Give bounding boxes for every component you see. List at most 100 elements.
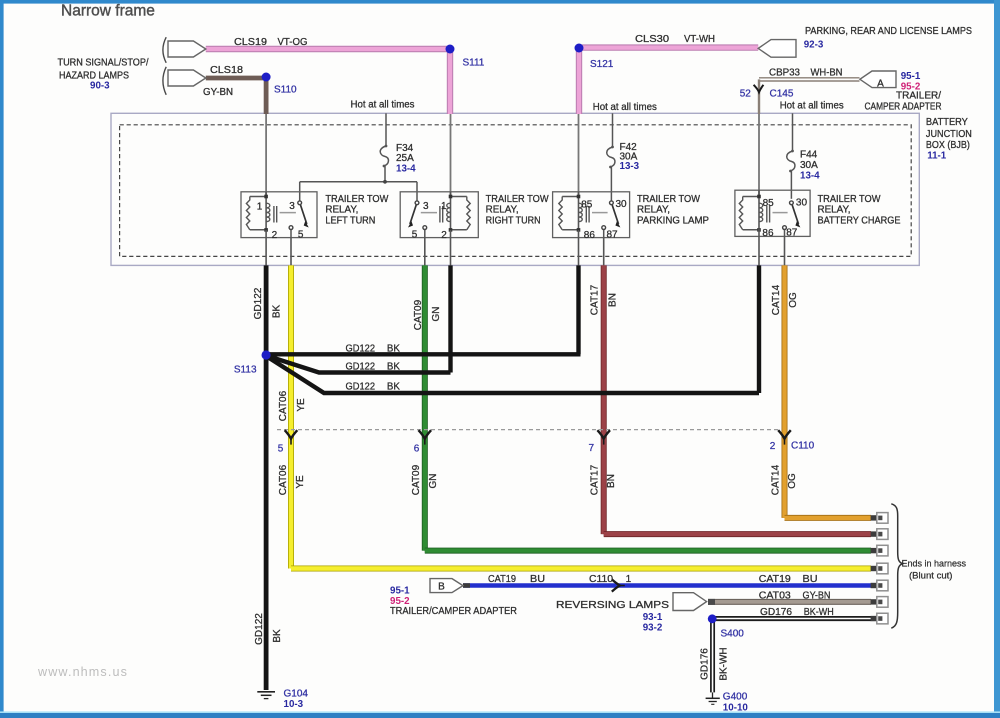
svg-text:CAT17: CAT17 (589, 464, 600, 495)
svg-text:JUNCTION: JUNCTION (926, 129, 972, 140)
svg-text:Hot at all times: Hot at all times (351, 100, 415, 111)
svg-text:GD122: GD122 (253, 287, 264, 319)
svg-text:GD122: GD122 (346, 344, 376, 355)
svg-text:G400: G400 (723, 692, 748, 703)
svg-text:30A: 30A (620, 152, 638, 163)
svg-text:RIGHT TURN: RIGHT TURN (486, 215, 541, 226)
svg-text:LEFT TURN: LEFT TURN (325, 215, 375, 226)
svg-text:(Blunt cut): (Blunt cut) (909, 570, 953, 581)
svg-text:F42: F42 (620, 142, 638, 153)
svg-text:GD176: GD176 (760, 607, 792, 618)
svg-text:GD122: GD122 (346, 381, 376, 392)
svg-text:GY-BN: GY-BN (203, 87, 233, 98)
svg-text:TRAILER TOW: TRAILER TOW (637, 194, 701, 205)
svg-text:CAT17: CAT17 (589, 284, 600, 315)
svg-text:87: 87 (607, 230, 619, 241)
svg-text:OG: OG (788, 292, 799, 308)
svg-text:BATTERY CHARGE: BATTERY CHARGE (818, 215, 901, 226)
svg-text:1: 1 (441, 201, 447, 212)
svg-text:2: 2 (770, 441, 776, 452)
svg-text:86: 86 (762, 228, 774, 239)
svg-text:BK: BK (272, 305, 283, 319)
svg-text:TRAILER/CAMPER ADAPTER: TRAILER/CAMPER ADAPTER (390, 606, 517, 617)
svg-text:10-3: 10-3 (284, 699, 304, 710)
svg-text:PARKING LAMP: PARKING LAMP (637, 215, 709, 226)
svg-text:CAT14: CAT14 (771, 464, 782, 495)
svg-text:95-2: 95-2 (901, 81, 921, 92)
svg-text:90-3: 90-3 (90, 80, 110, 91)
svg-text:S400: S400 (721, 629, 745, 640)
svg-text:BK: BK (387, 381, 400, 392)
svg-text:A: A (877, 78, 884, 89)
svg-text:CAT14: CAT14 (771, 284, 782, 315)
svg-text:3: 3 (423, 201, 429, 212)
svg-text:1: 1 (257, 202, 263, 213)
svg-text:95-2: 95-2 (390, 596, 410, 607)
svg-text:CLS19: CLS19 (234, 37, 267, 48)
svg-text:GY-BN: GY-BN (803, 591, 831, 602)
svg-text:30A: 30A (800, 160, 818, 171)
svg-text:13-4: 13-4 (396, 164, 416, 175)
svg-text:GD176: GD176 (700, 648, 711, 680)
svg-text:95-1: 95-1 (901, 71, 921, 82)
svg-text:S111: S111 (463, 58, 485, 69)
svg-text:CAT09: CAT09 (411, 464, 422, 495)
svg-text:F34: F34 (396, 143, 414, 154)
svg-text:RELAY,: RELAY, (325, 205, 358, 216)
svg-text:TURN SIGNAL/STOP/: TURN SIGNAL/STOP/ (58, 58, 149, 69)
svg-text:C110: C110 (791, 441, 815, 452)
svg-text:BOX (BJB): BOX (BJB) (926, 140, 970, 151)
svg-text:3: 3 (289, 201, 295, 212)
svg-text:Ends in harness: Ends in harness (902, 558, 967, 569)
svg-text:30: 30 (616, 199, 628, 210)
svg-text:5: 5 (278, 444, 284, 455)
svg-text:GD122: GD122 (346, 362, 376, 373)
svg-text:CAT06: CAT06 (278, 464, 289, 495)
svg-text:85: 85 (763, 198, 775, 209)
svg-text:G104: G104 (284, 689, 309, 700)
svg-text:CAT09: CAT09 (413, 299, 424, 330)
svg-text:BK: BK (387, 362, 400, 373)
svg-text:95-1: 95-1 (390, 586, 410, 597)
svg-text:Narrow frame: Narrow frame (61, 3, 155, 20)
svg-text:92-3: 92-3 (804, 40, 824, 51)
svg-text:B: B (438, 581, 445, 592)
svg-text:BK-WH: BK-WH (804, 607, 834, 618)
svg-text:5: 5 (412, 230, 418, 241)
svg-text:www.nhms.us: www.nhms.us (37, 665, 128, 679)
svg-text:2: 2 (441, 230, 447, 241)
svg-text:BK: BK (387, 344, 400, 355)
svg-text:CAT19: CAT19 (759, 574, 791, 585)
svg-text:BK-WH: BK-WH (718, 647, 729, 680)
svg-text:TRAILER TOW: TRAILER TOW (486, 194, 550, 205)
svg-text:TRAILER TOW: TRAILER TOW (818, 194, 882, 205)
svg-text:Hot at all times: Hot at all times (593, 102, 657, 113)
svg-text:2: 2 (272, 230, 278, 241)
svg-text:1: 1 (626, 574, 632, 585)
svg-text:5: 5 (298, 230, 304, 241)
svg-text:S121: S121 (590, 59, 614, 70)
svg-text:BN: BN (606, 474, 617, 488)
svg-text:YE: YE (295, 475, 306, 489)
svg-text:OG: OG (787, 473, 798, 489)
svg-text:GN: GN (428, 474, 439, 489)
svg-text:PARKING, REAR AND LICENSE LAMP: PARKING, REAR AND LICENSE LAMPS (805, 26, 972, 37)
svg-text:10-10: 10-10 (723, 702, 749, 713)
svg-text:F44: F44 (800, 150, 818, 161)
svg-text:Hot at all times: Hot at all times (780, 101, 844, 112)
svg-text:BK: BK (272, 629, 283, 643)
svg-text:6: 6 (414, 444, 420, 455)
svg-text:CLS30: CLS30 (635, 34, 669, 45)
svg-text:GD122: GD122 (254, 613, 265, 645)
svg-text:93-2: 93-2 (643, 623, 663, 634)
svg-text:CLS18: CLS18 (210, 65, 243, 76)
svg-text:VT-WH: VT-WH (684, 34, 715, 45)
svg-text:RELAY,: RELAY, (818, 205, 851, 216)
svg-text:25A: 25A (396, 153, 414, 164)
svg-text:S110: S110 (274, 85, 297, 96)
svg-text:CAT06: CAT06 (278, 390, 289, 421)
svg-text:93-1: 93-1 (643, 612, 663, 623)
svg-text:RELAY,: RELAY, (637, 205, 670, 216)
svg-text:C110: C110 (589, 574, 613, 585)
svg-text:RELAY,: RELAY, (486, 205, 519, 216)
